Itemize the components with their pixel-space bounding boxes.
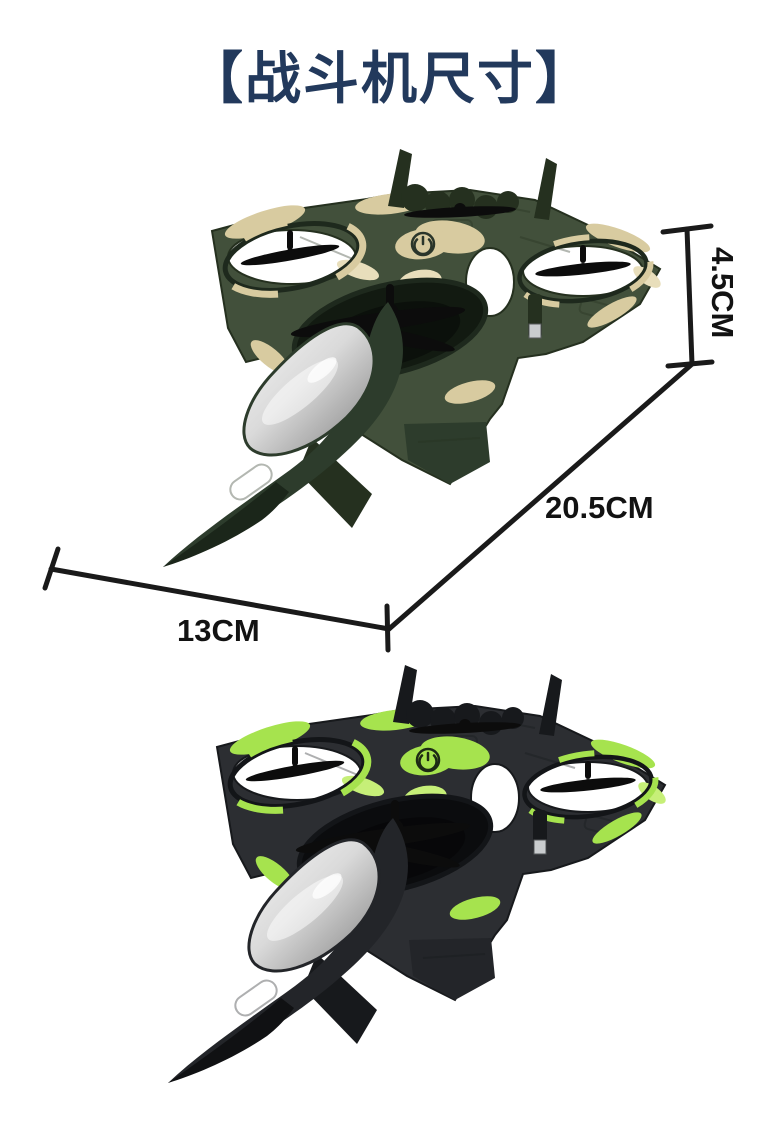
propeller-rear-top <box>404 203 516 218</box>
fighter-drone-black-lime <box>155 658 685 1098</box>
tail-fin-right <box>534 158 557 220</box>
fighter-drone-black-lime-graphic <box>168 665 667 1083</box>
nose-cone <box>168 998 294 1083</box>
tail-fin-right <box>539 674 562 736</box>
nose-cone <box>163 482 289 567</box>
power-button-icon <box>395 228 451 260</box>
fighter-drone-camouflage <box>150 142 680 582</box>
fuselage <box>168 818 408 1083</box>
duct-ring-front-right <box>517 238 649 304</box>
dimension-label-height: 4.5CM <box>705 247 740 338</box>
nose-hatch <box>234 979 278 1017</box>
power-button-icon <box>400 744 456 776</box>
nose-hatch <box>229 463 273 501</box>
rear-fuselage <box>409 938 495 1000</box>
underwing-pylon <box>528 294 542 339</box>
duct-ring-rear-left <box>227 737 367 809</box>
duct-ring-rear-left <box>222 221 362 293</box>
dimension-label-width: 13CM <box>177 613 260 648</box>
underwing-pylon <box>533 810 547 855</box>
propeller-front-right <box>540 761 636 793</box>
propeller-rear-left <box>240 230 340 266</box>
propeller-rear-top <box>409 719 521 734</box>
rear-fuselage <box>404 422 490 484</box>
fuselage <box>163 302 403 567</box>
duct-ring-front-right <box>522 754 654 820</box>
page-title: 【战斗机尺寸】 <box>187 47 593 110</box>
fighter-drone-camouflage-graphic <box>163 149 662 567</box>
propeller-rear-left <box>245 746 345 782</box>
propeller-front-right <box>535 245 631 277</box>
